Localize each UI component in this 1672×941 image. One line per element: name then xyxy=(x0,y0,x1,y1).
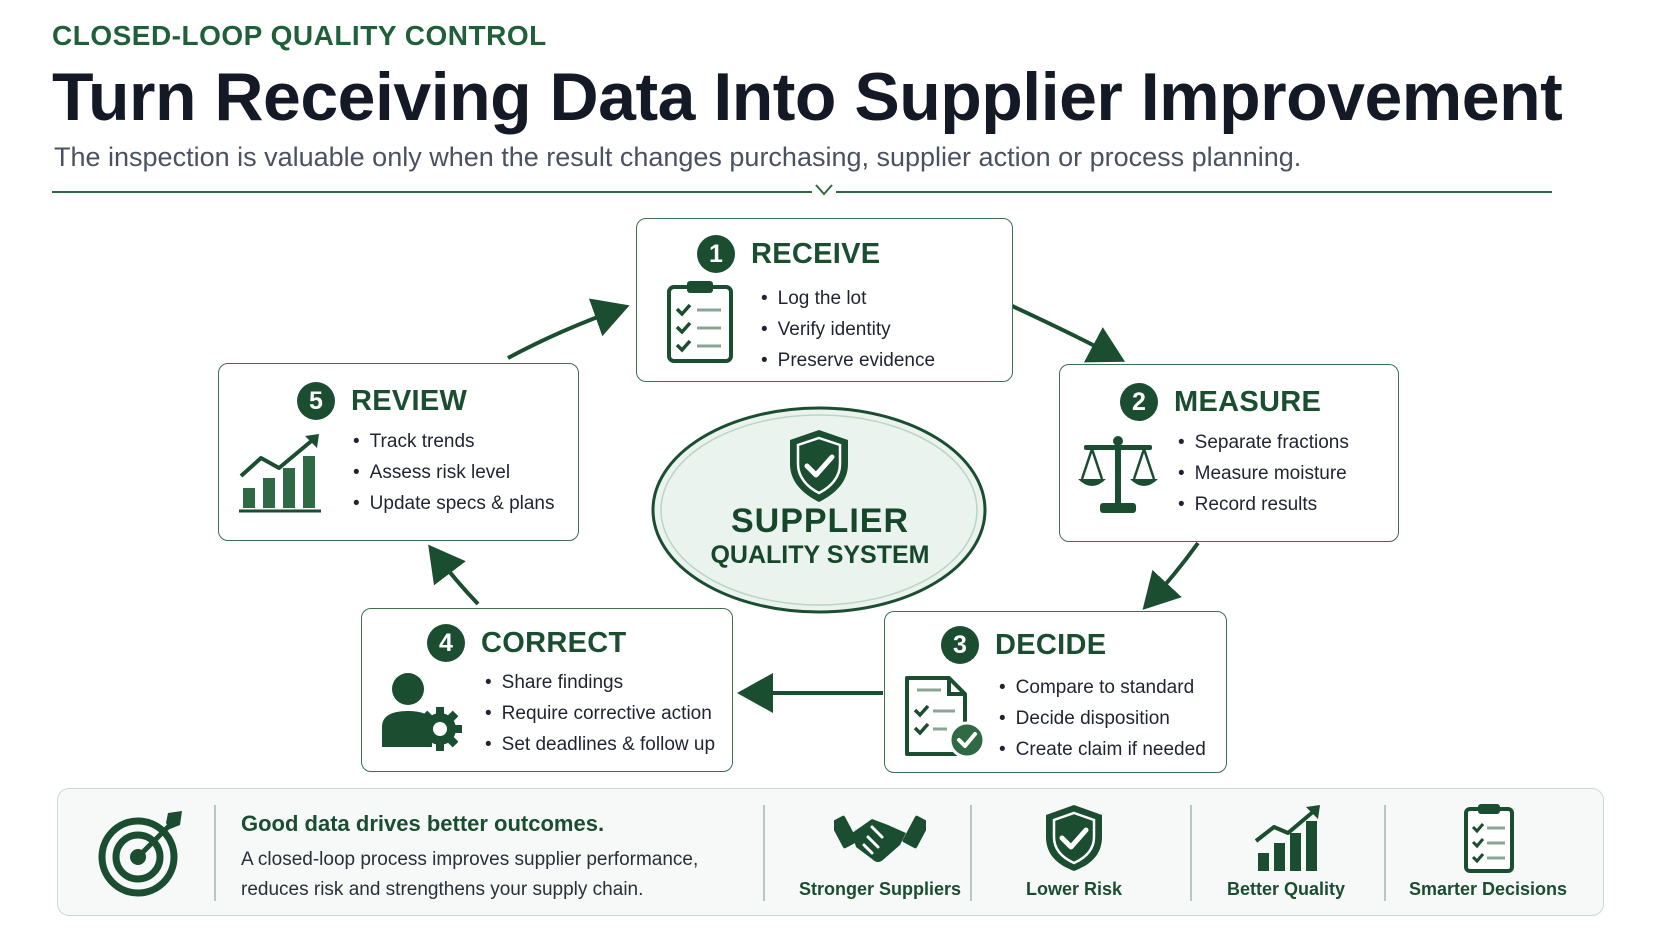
bullet-item: Create claim if needed xyxy=(999,734,1206,765)
step-card-correct: 4 CORRECT Share findings Require correct… xyxy=(361,608,733,772)
center-title: SUPPLIER xyxy=(730,502,910,540)
document-check-icon xyxy=(905,676,986,759)
trend-chart-icon xyxy=(239,434,321,513)
step-title: RECEIVE xyxy=(751,237,881,270)
benefit-label: Lower Risk xyxy=(1025,879,1123,899)
bullet-item: Log the lot xyxy=(761,283,935,314)
step-bullets: Compare to standard Decide disposition C… xyxy=(999,672,1206,765)
shield-check-icon xyxy=(1046,805,1102,871)
bullet-item: Decide disposition xyxy=(999,703,1206,734)
shield-check-icon xyxy=(790,430,848,502)
benefit-label: Stronger Suppliers xyxy=(798,879,962,899)
step-title: MEASURE xyxy=(1174,385,1322,418)
footer-heading: Good data drives better outcomes. xyxy=(241,811,605,836)
divider-left xyxy=(52,191,812,193)
step-bullets: Log the lot Verify identity Preserve evi… xyxy=(761,283,935,376)
bullet-item: Assess risk level xyxy=(353,457,555,488)
balance-scale-icon xyxy=(1078,436,1158,513)
arrow-measure-to-decide xyxy=(1142,541,1200,610)
step-card-review: 5 REVIEW Track trends Assess risk level … xyxy=(218,363,579,541)
arrow-receive-to-measure xyxy=(1009,303,1126,363)
footer-divider xyxy=(214,805,216,901)
step-number-badge: 3 xyxy=(941,626,979,664)
bullet-item: Verify identity xyxy=(761,314,935,345)
footer-divider xyxy=(1384,805,1386,901)
bullet-item: Share findings xyxy=(485,667,715,698)
step-card-receive: 1 RECEIVE Log the lot Verify identity Pr… xyxy=(636,218,1013,382)
step-header: 4 CORRECT xyxy=(427,624,627,662)
bullet-item: Separate fractions xyxy=(1178,427,1349,458)
target-icon xyxy=(98,811,182,897)
step-title: CORRECT xyxy=(481,626,627,659)
benefit-label: Smarter Decisions xyxy=(1408,879,1568,899)
step-title: DECIDE xyxy=(995,628,1107,661)
page-subtitle: The inspection is valuable only when the… xyxy=(54,142,1302,172)
step-number-badge: 4 xyxy=(427,624,465,662)
benefit-label: Better Quality xyxy=(1226,879,1346,899)
bullet-item: Preserve evidence xyxy=(761,345,935,376)
benefit-smarter-decisions: Smarter Decisions xyxy=(1390,803,1586,900)
footer-divider xyxy=(763,805,765,901)
bullet-item: Record results xyxy=(1178,489,1349,520)
footer-text: A closed-loop process improves supplier … xyxy=(241,849,699,900)
clipboard-checklist-icon xyxy=(667,281,733,363)
clipboard-checklist-icon xyxy=(1464,804,1514,873)
step-bullets: Separate fractions Measure moisture Reco… xyxy=(1178,427,1349,520)
bullet-item: Measure moisture xyxy=(1178,458,1349,489)
bullet-item: Track trends xyxy=(353,426,555,457)
step-number-badge: 2 xyxy=(1120,383,1158,421)
step-header: 2 MEASURE xyxy=(1120,383,1321,421)
benefit-stronger-suppliers: Stronger Suppliers xyxy=(782,803,978,900)
chevron-down-icon xyxy=(815,184,833,196)
page-title: Turn Receiving Data Into Supplier Improv… xyxy=(52,59,1563,135)
footer-banner: Good data drives better outcomes. A clos… xyxy=(57,788,1604,916)
bullet-item: Require corrective action xyxy=(485,698,715,729)
benefit-lower-risk: Lower Risk xyxy=(976,803,1172,900)
step-bullets: Share findings Require corrective action… xyxy=(485,667,715,760)
handshake-icon xyxy=(834,815,926,862)
bullet-item: Set deadlines & follow up xyxy=(485,729,715,760)
eyebrow-label: CLOSED-LOOP QUALITY CONTROL xyxy=(52,20,547,51)
step-bullets: Track trends Assess risk level Update sp… xyxy=(353,426,555,519)
center-subtitle: QUALITY SYSTEM xyxy=(710,541,930,569)
arrow-correct-to-review xyxy=(428,544,480,606)
step-card-decide: 3 DECIDE Compare to standard Decide disp… xyxy=(884,611,1227,773)
bullet-item: Compare to standard xyxy=(999,672,1206,703)
divider-right xyxy=(836,191,1552,193)
step-number-badge: 1 xyxy=(697,235,735,273)
arrow-review-to-receive xyxy=(507,298,630,360)
benefit-better-quality: Better Quality xyxy=(1188,803,1384,900)
step-header: 3 DECIDE xyxy=(941,626,1106,664)
bar-chart-icon xyxy=(1254,805,1320,871)
person-gear-icon xyxy=(382,673,462,751)
step-header: 5 REVIEW xyxy=(297,382,467,420)
step-title: REVIEW xyxy=(351,384,468,417)
footer-divider xyxy=(970,805,972,901)
footer-divider xyxy=(1190,805,1192,901)
step-number-badge: 5 xyxy=(297,382,335,420)
bullet-item: Update specs & plans xyxy=(353,488,555,519)
center-ellipse xyxy=(651,406,987,614)
step-card-measure: 2 MEASURE Separate fractions Measure moi… xyxy=(1059,364,1399,542)
step-header: 1 RECEIVE xyxy=(697,235,880,273)
